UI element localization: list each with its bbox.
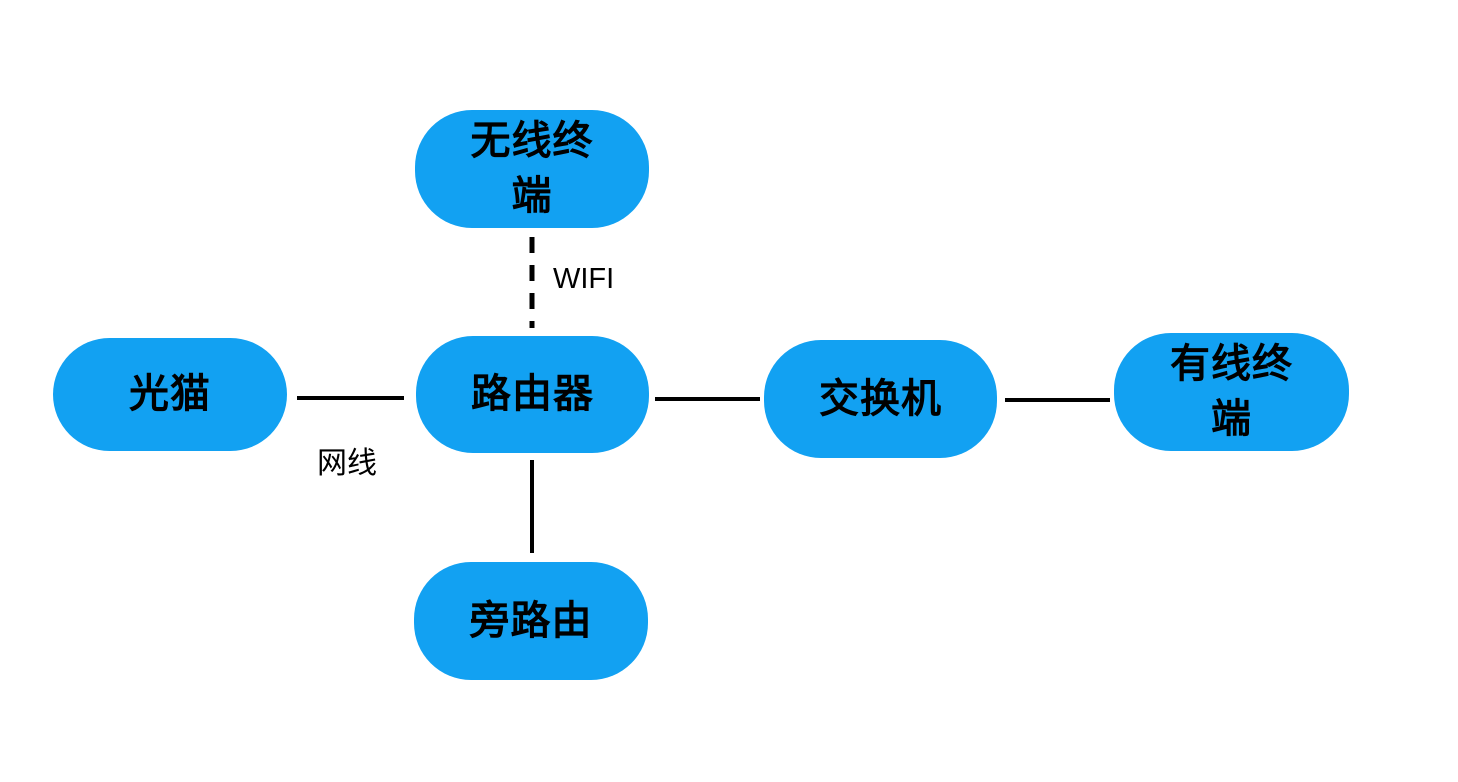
node-wired-terminal: 有线终 端 bbox=[1114, 333, 1349, 451]
node-side-router: 旁路由 bbox=[414, 562, 648, 680]
node-side-router-label: 旁路由 bbox=[469, 598, 593, 643]
node-optical-modem: 光猫 bbox=[53, 338, 287, 451]
node-switch-label: 交换机 bbox=[819, 376, 942, 421]
edge-label-wifi: WIFI bbox=[553, 263, 615, 295]
node-switch: 交换机 bbox=[764, 340, 997, 458]
node-router-label: 路由器 bbox=[471, 372, 594, 416]
node-optical-modem-label: 光猫 bbox=[129, 372, 211, 416]
node-wired-terminal-label: 有线终 端 bbox=[1170, 342, 1293, 441]
node-router: 路由器 bbox=[416, 336, 649, 453]
edge-label-network-cable: 网线 bbox=[317, 447, 377, 480]
node-wireless-terminal-label: 无线终 端 bbox=[470, 119, 594, 218]
node-wireless-terminal: 无线终 端 bbox=[415, 110, 649, 228]
